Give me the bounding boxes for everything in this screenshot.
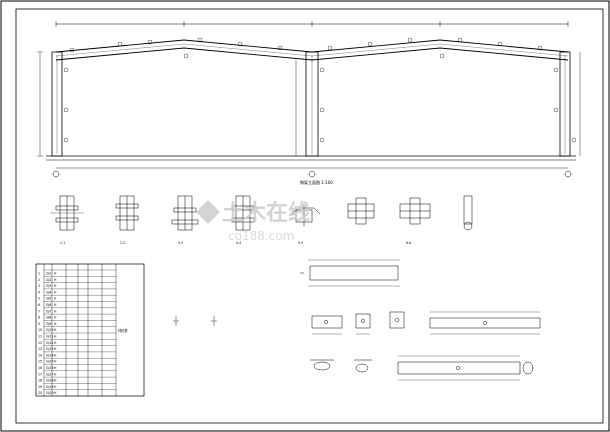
table-cell: 16 xyxy=(38,366,42,370)
table-cell: H xyxy=(54,272,57,276)
section-label: 1-1 xyxy=(60,241,65,245)
table-cell: GJ9 xyxy=(46,322,51,326)
table-cell: 19 xyxy=(38,385,42,389)
watermark-url: co188.com xyxy=(228,229,294,243)
table-cell: GJ19 xyxy=(46,385,53,389)
table-cell: GJ1 xyxy=(46,272,51,276)
table-cell: GJ2 xyxy=(46,278,51,282)
elevation-title: 钢架立面图 1:100 xyxy=(300,179,333,185)
table-cell: H xyxy=(54,290,57,294)
table-cell: 10 xyxy=(38,328,42,332)
table-cell: H xyxy=(54,379,57,383)
table-cell: 17 xyxy=(38,372,42,376)
table-cell: GJ8 xyxy=(46,316,51,320)
table-cell: GJ16 xyxy=(46,366,53,370)
member-details xyxy=(300,259,541,381)
table-cell: 13 xyxy=(38,347,42,351)
table-cell: 3 xyxy=(38,284,40,288)
table-cell: GJ20 xyxy=(46,391,53,395)
table-cell: GJ14 xyxy=(46,353,53,357)
section-details xyxy=(50,195,473,231)
table-cell: H xyxy=(54,341,57,345)
section-label: 5-5 xyxy=(298,241,303,245)
table-cell: H xyxy=(54,353,57,357)
table-cell: 8 xyxy=(38,316,40,320)
drawing-frame xyxy=(15,8,604,424)
watermark: 土木在线 co188.com xyxy=(196,200,310,243)
table-cell: H xyxy=(54,366,57,370)
table-cell: H xyxy=(54,335,57,339)
table-cell: GJ7 xyxy=(46,309,51,313)
table-cell: 18 xyxy=(38,379,42,383)
table-cell: H xyxy=(54,278,57,282)
table-cell: GJ12 xyxy=(46,341,53,345)
table-cell: 1 xyxy=(38,272,40,276)
table-cell: 14 xyxy=(38,353,42,357)
table-cell: 2 xyxy=(38,278,40,282)
table-cell: GJ6 xyxy=(46,303,51,307)
table-cell: H xyxy=(54,309,57,313)
watermark-logo-icon xyxy=(196,200,220,224)
table-cell: H xyxy=(54,322,57,326)
table-cell: GJ3 xyxy=(46,284,51,288)
table-cell: 20 xyxy=(38,391,42,395)
section-label: 4-4 xyxy=(236,241,241,245)
table-cell: H xyxy=(54,303,57,307)
section-label: 2-2 xyxy=(120,241,125,245)
table-cell: H xyxy=(54,360,57,364)
table-cell: H xyxy=(54,347,57,351)
material-table xyxy=(35,263,145,397)
table-cell: 9 xyxy=(38,322,40,326)
table-cell: GJ18 xyxy=(46,379,53,383)
table-cell: GJ11 xyxy=(46,335,53,339)
table-cell: GJ17 xyxy=(46,372,53,376)
table-cell: GJ5 xyxy=(46,297,51,301)
table-side-label: 材料表 xyxy=(118,328,128,333)
table-cell: 12 xyxy=(38,341,42,345)
table-cell: 11 xyxy=(38,335,42,339)
watermark-text: 土木在线 xyxy=(222,200,310,226)
table-cell: GJ15 xyxy=(46,360,53,364)
table-cell: 6 xyxy=(38,303,40,307)
table-cell: 4 xyxy=(38,290,40,294)
marks xyxy=(173,316,217,326)
section-label: 3-3 xyxy=(178,241,183,245)
section-label: 6-6 xyxy=(406,241,411,245)
table-cell: H xyxy=(54,372,57,376)
table-cell: H xyxy=(54,385,57,389)
portal-frame-elevation xyxy=(37,21,581,178)
table-cell: 5 xyxy=(38,297,40,301)
table-cell: H xyxy=(54,391,57,395)
table-cell: GJ10 xyxy=(46,328,53,332)
table-cell: H xyxy=(54,284,57,288)
table-cell: GJ13 xyxy=(46,347,53,351)
table-cell: GJ4 xyxy=(46,290,51,294)
table-cell: H xyxy=(54,316,57,320)
table-cell: 7 xyxy=(38,309,40,313)
table-cell: H xyxy=(54,297,57,301)
table-cell: 15 xyxy=(38,360,42,364)
table-cell: H xyxy=(54,328,57,332)
section-labels: 1-1 2-2 3-3 4-4 5-5 6-6 xyxy=(60,241,411,245)
